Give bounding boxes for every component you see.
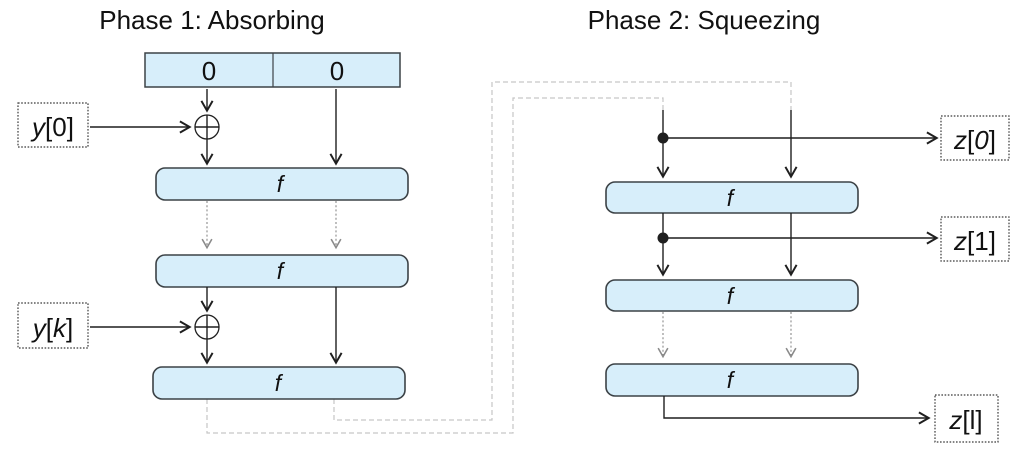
phase2-title: Phase 2: Squeezing xyxy=(588,5,821,35)
p1-f3-box xyxy=(152,366,406,400)
input-yk-box xyxy=(17,302,89,349)
output-z1: z[1] xyxy=(940,216,1010,262)
z0-close: ] xyxy=(989,125,996,155)
yk-var: y xyxy=(31,313,48,343)
input-y0: y[0] xyxy=(17,102,89,148)
z1-var: z xyxy=(953,226,967,256)
input-y0-label: y[0] xyxy=(30,112,74,142)
state-left-value: 0 xyxy=(202,56,216,86)
p2-f3-label: f xyxy=(727,367,736,393)
zl-open: [ xyxy=(962,405,970,435)
p1-f2: f xyxy=(155,254,409,288)
z0-idx: 0 xyxy=(974,125,989,155)
yk-idx: k xyxy=(53,313,68,343)
yk-close: ] xyxy=(66,313,73,343)
state-right-value: 0 xyxy=(330,56,344,86)
input-yk-label: y[k] xyxy=(31,313,73,343)
p1-f2-label: f xyxy=(277,258,286,284)
p1-f1-box xyxy=(155,167,409,201)
z0-var: z xyxy=(953,125,967,155)
y0-var: y xyxy=(30,112,47,142)
zl-close: ] xyxy=(975,405,982,435)
output-zl-box xyxy=(934,394,999,443)
xor1 xyxy=(194,114,220,140)
output-z0-box xyxy=(940,115,1010,161)
output-z1-label: z[1] xyxy=(953,226,996,256)
z1-open: [ xyxy=(967,226,975,256)
z1-idx: 1 xyxy=(974,226,988,256)
y0-close: ] xyxy=(67,112,74,142)
output-z1-box xyxy=(940,216,1010,262)
zl-var: z xyxy=(948,405,962,435)
p2-f3-box xyxy=(605,363,859,397)
y0-open: [ xyxy=(45,112,53,142)
routing-line-outer xyxy=(333,81,792,421)
routing-line-inner xyxy=(206,97,664,434)
p2-f2: f xyxy=(605,279,859,312)
phase1-title: Phase 1: Absorbing xyxy=(99,5,325,35)
z1-close: ] xyxy=(989,226,996,256)
output-zl: z[l] xyxy=(934,394,999,443)
output-z0: z[0] xyxy=(940,115,1010,161)
arrow-to-zl xyxy=(663,396,931,425)
p2-f1: f xyxy=(605,181,859,214)
p1-f3-label: f xyxy=(275,370,284,396)
input-y0-box xyxy=(17,102,89,148)
output-z0-label: z[0] xyxy=(953,125,996,155)
p1-f2-box xyxy=(155,254,409,288)
y0-idx: 0 xyxy=(52,112,66,142)
p2-f3: f xyxy=(605,363,859,397)
input-yk: y[k] xyxy=(17,302,89,349)
p1-f1: f xyxy=(155,167,409,201)
p1-f1-label: f xyxy=(277,171,286,197)
p2-f1-label: f xyxy=(727,185,736,211)
z0-open: [ xyxy=(967,125,975,155)
p1-f3: f xyxy=(152,366,406,400)
output-zl-label: z[l] xyxy=(948,405,982,435)
xor2 xyxy=(194,314,220,340)
yk-open: [ xyxy=(46,313,54,343)
state-register: 0 0 xyxy=(144,52,401,88)
p2-f2-label: f xyxy=(727,283,736,309)
p2-f1-box xyxy=(605,181,859,214)
zl-idx: l xyxy=(970,405,976,435)
p2-f2-box xyxy=(605,279,859,312)
